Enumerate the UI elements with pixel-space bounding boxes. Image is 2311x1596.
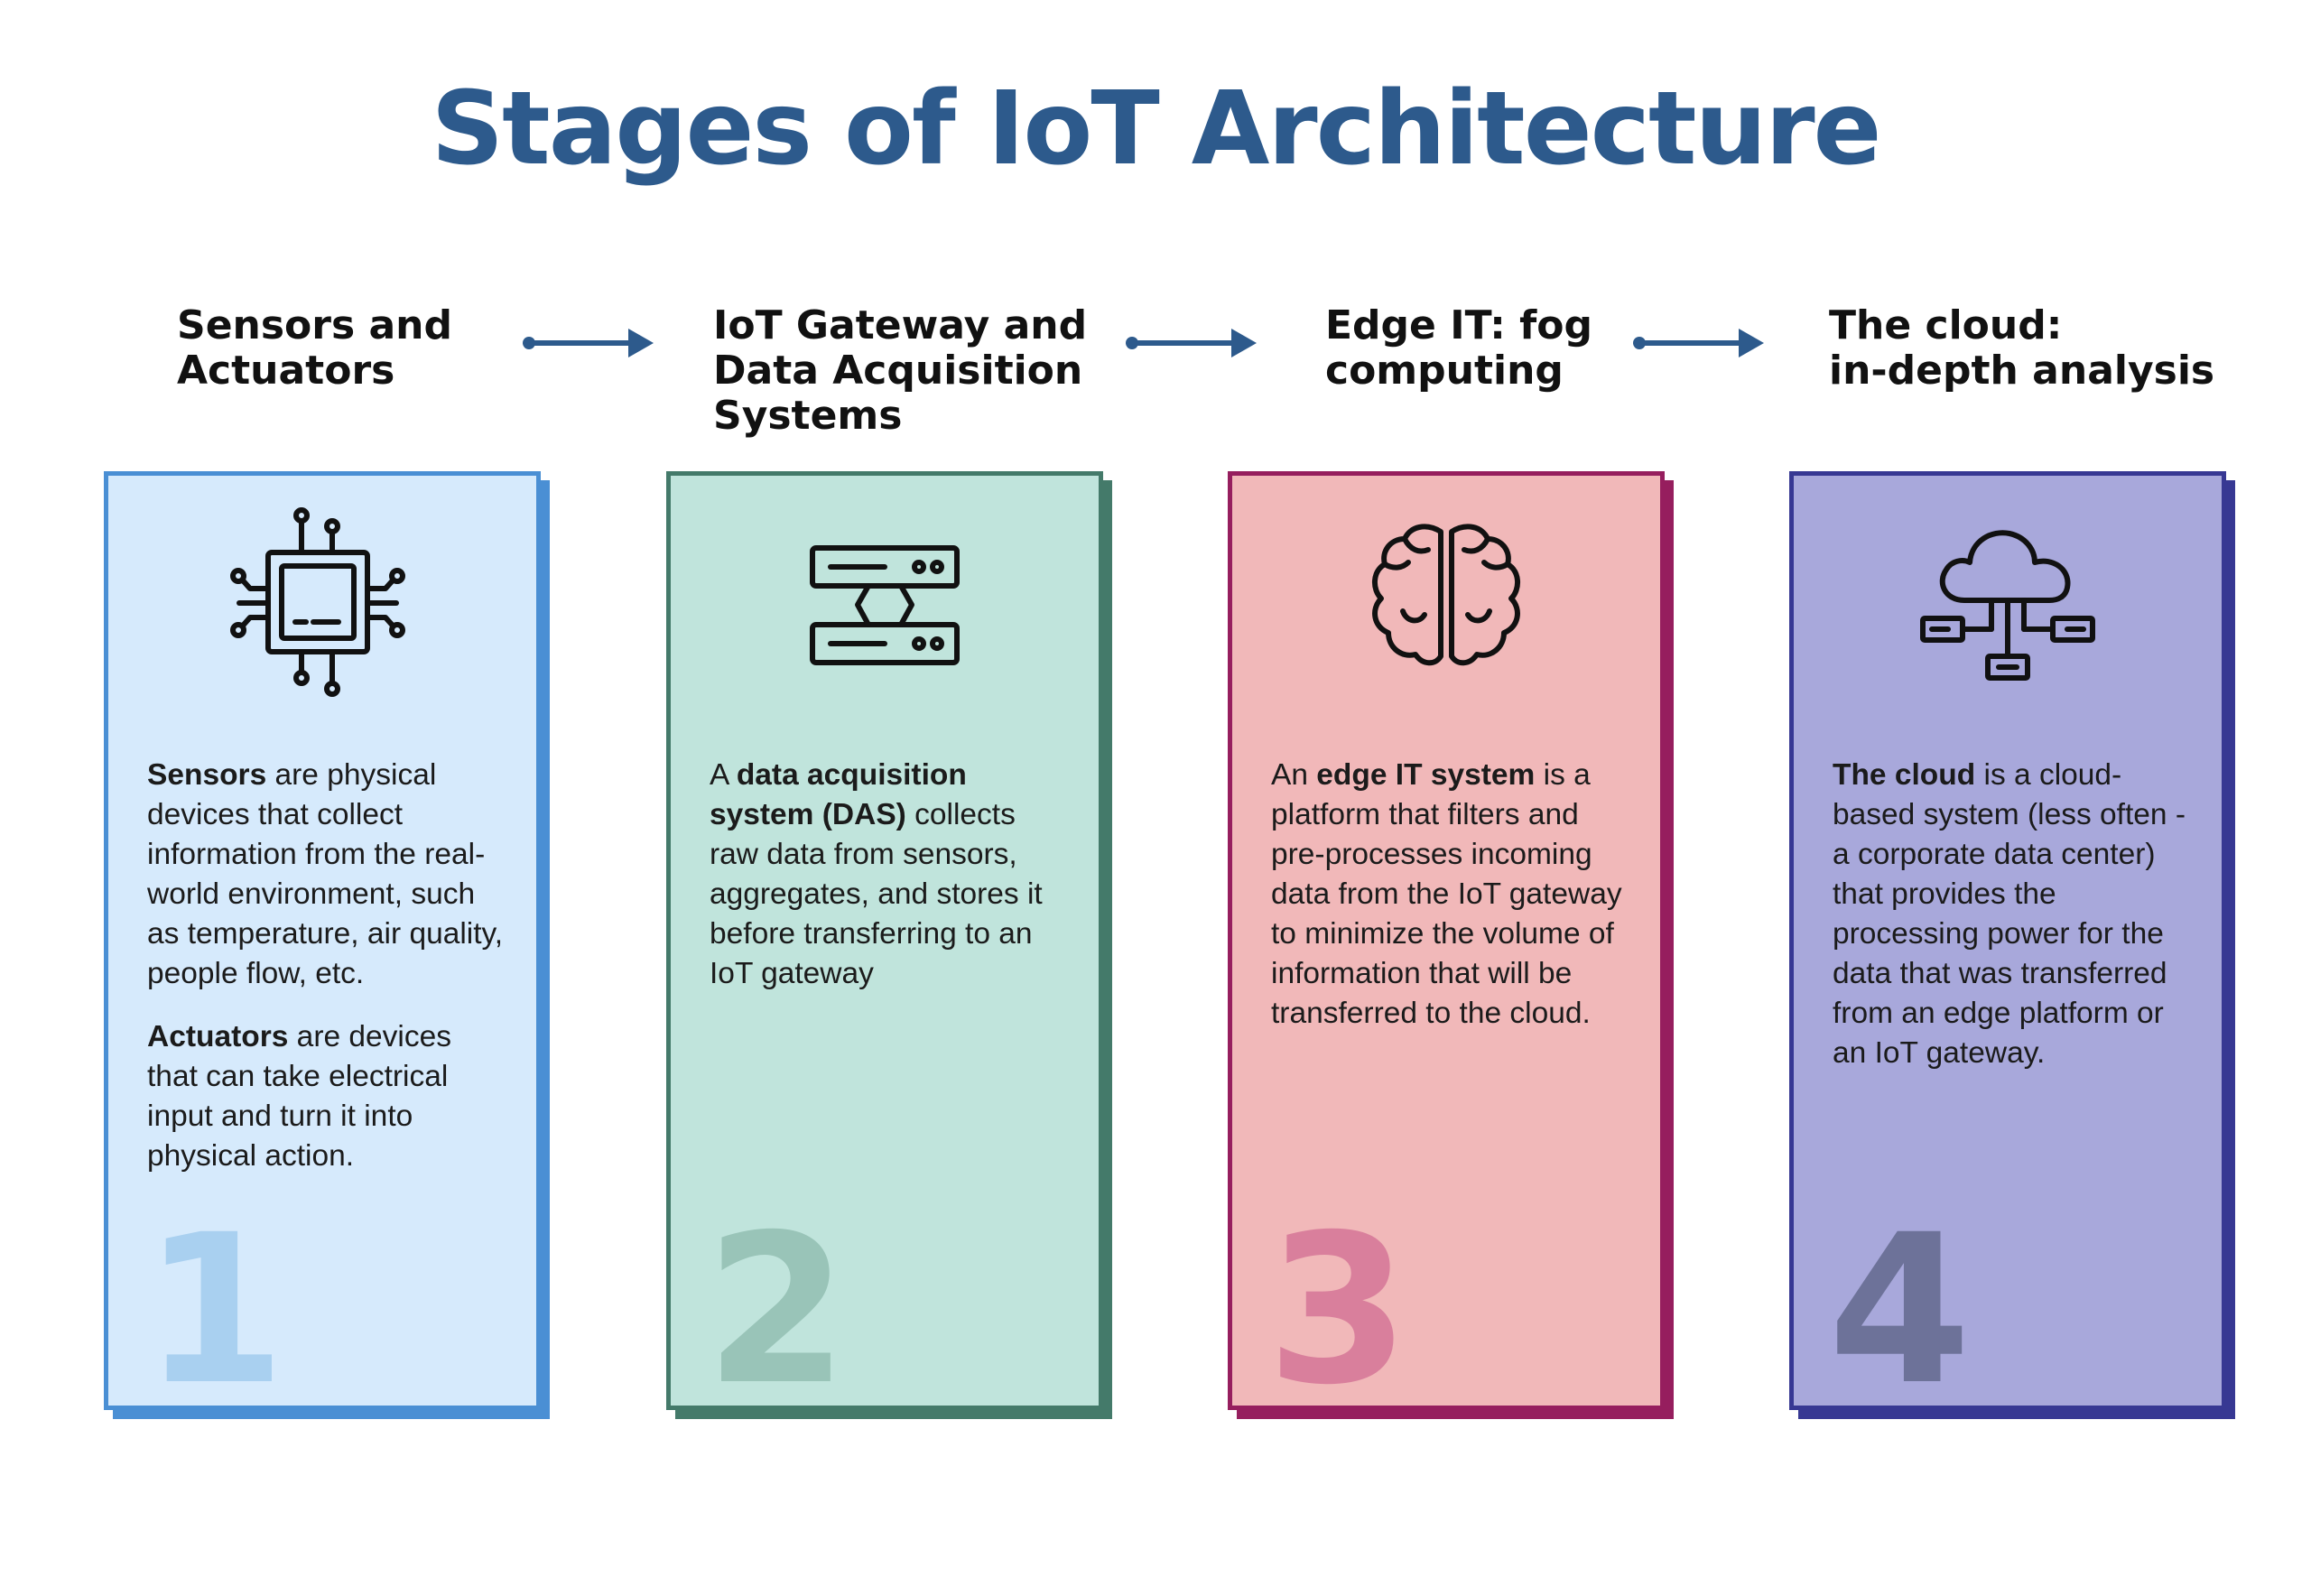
stage-heading-2: IoT Gateway and Data Acquisition Systems bbox=[713, 302, 1088, 439]
server-gateway-icon bbox=[810, 545, 960, 665]
paragraph: The cloud is a cloud-based system (less … bbox=[1833, 758, 2186, 1070]
arrow-right-icon bbox=[523, 329, 654, 357]
stage-number: 2 bbox=[705, 1190, 849, 1430]
stage-description-2: A data acquisition system (DAS) collects… bbox=[710, 756, 1068, 994]
stage-number: 1 bbox=[143, 1190, 286, 1430]
stage-number: 4 bbox=[1828, 1190, 1972, 1430]
paragraph: Sensors are physical devices that collec… bbox=[147, 758, 504, 990]
stage-description-4: The cloud is a cloud-based system (less … bbox=[1833, 756, 2191, 1073]
paragraph: Actuators are devices that can take elec… bbox=[147, 1020, 451, 1173]
brain-icon bbox=[1372, 524, 1520, 666]
cloud-network-icon bbox=[1920, 530, 2095, 681]
microchip-icon bbox=[230, 507, 405, 697]
stage-card-1: Sensors are physical devices that collec… bbox=[104, 471, 541, 1430]
stage-description-3: An edge IT system is a platform that fil… bbox=[1271, 756, 1629, 1034]
paragraph: An edge IT system is a platform that fil… bbox=[1271, 758, 1622, 1030]
page-title: Stages of IoT Architecture bbox=[431, 70, 1881, 188]
stage-card-4: The cloud is a cloud-based system (less … bbox=[1789, 471, 2226, 1430]
arrow-right-icon bbox=[1126, 329, 1257, 357]
arrow-right-icon bbox=[1633, 329, 1764, 357]
stage-description-1: Sensors are physical devices that collec… bbox=[147, 756, 506, 1176]
stage-heading-4: The cloud: in-depth analysis bbox=[1829, 302, 2215, 394]
stage-heading-3: Edge IT: fog computing bbox=[1325, 302, 1592, 394]
stage-number: 3 bbox=[1267, 1190, 1410, 1430]
stage-card-3: An edge IT system is a platform that fil… bbox=[1228, 471, 1665, 1430]
stage-heading-1: Sensors and Actuators bbox=[177, 302, 452, 394]
stage-card-2: A data acquisition system (DAS) collects… bbox=[666, 471, 1103, 1430]
paragraph: A data acquisition system (DAS) collects… bbox=[710, 758, 1043, 990]
